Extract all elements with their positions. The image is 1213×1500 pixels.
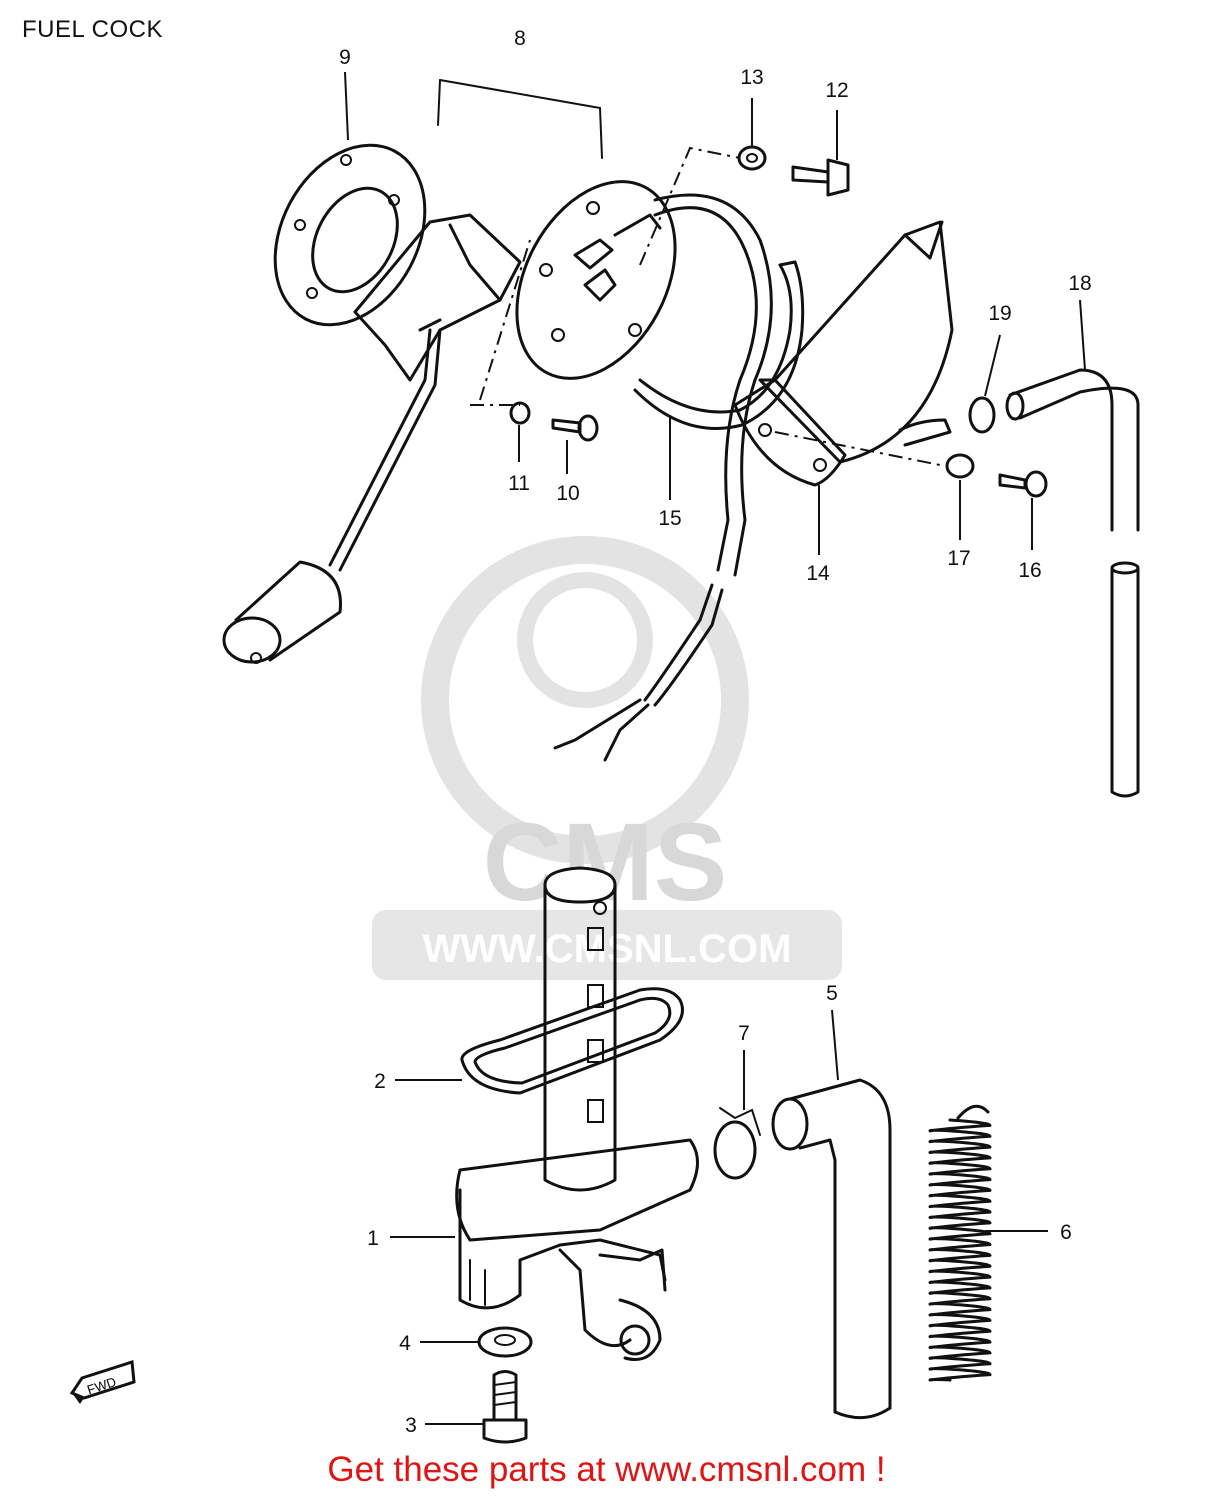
footer-link[interactable]: Get these parts at www.cmsnl.com ! (327, 1450, 886, 1489)
page-title: FUEL COCK (22, 16, 163, 43)
callout-18: 18 (1068, 272, 1091, 295)
part-12-bolt (791, 158, 850, 197)
callout-12: 12 (825, 79, 848, 102)
part-16-screw (998, 470, 1048, 498)
part-10-screw (551, 414, 599, 442)
callout-4: 4 (399, 1332, 411, 1355)
callout-19: 19 (988, 302, 1011, 325)
part-2-o-ring (460, 987, 684, 1095)
part-18-hose (1005, 368, 1140, 798)
part-15-band (633, 260, 805, 430)
spring-coil (928, 1118, 992, 1382)
part-8-fuel-gauge (222, 79, 603, 664)
part-19-clip (968, 396, 996, 434)
callout-16: 16 (1018, 559, 1041, 582)
part-17-washer (945, 453, 975, 479)
sender-plate (515, 180, 677, 380)
part-13-washer (737, 145, 767, 171)
callout-10: 10 (556, 482, 579, 505)
cms-watermark: CMS WWW.CMSNL.COM (372, 536, 842, 980)
part-11-washer (509, 401, 531, 425)
callout-5: 5 (826, 982, 838, 1005)
spring-hook (956, 1104, 990, 1120)
fwd-arrow: FWD (69, 1360, 136, 1404)
callout-13: 13 (740, 66, 763, 89)
callout-8: 8 (514, 27, 526, 50)
footer-promo[interactable]: Get these parts at www.cmsnl.com ! (0, 1450, 1213, 1490)
part-5-hose (771, 1078, 892, 1420)
callout-17: 17 (947, 547, 970, 570)
callout-1: 1 (367, 1227, 379, 1250)
callout-11: 11 (508, 472, 530, 495)
callout-labels: 1 2 3 4 5 6 7 8 9 10 11 12 13 14 15 16 1… (339, 27, 1092, 1437)
part-4-washer (477, 1326, 533, 1358)
callout-14: 14 (806, 562, 830, 585)
callout-9: 9 (339, 46, 351, 69)
callout-2: 2 (374, 1070, 386, 1093)
callout-leaders (344, 71, 1086, 1425)
callout-3: 3 (405, 1414, 417, 1437)
part-9-gasket (273, 143, 427, 327)
part-6-spring (928, 1104, 992, 1382)
part-1-fuel-cock (455, 866, 699, 1361)
callout-7: 7 (738, 1022, 750, 1045)
callout-15: 15 (658, 507, 681, 530)
wire-harness (553, 193, 773, 762)
part-7-clip (713, 1107, 761, 1180)
part-3-bolt (482, 1370, 528, 1444)
callout-6: 6 (1060, 1221, 1072, 1244)
part-14-cover (733, 220, 954, 487)
watermark-url: WWW.CMSNL.COM (423, 927, 792, 971)
